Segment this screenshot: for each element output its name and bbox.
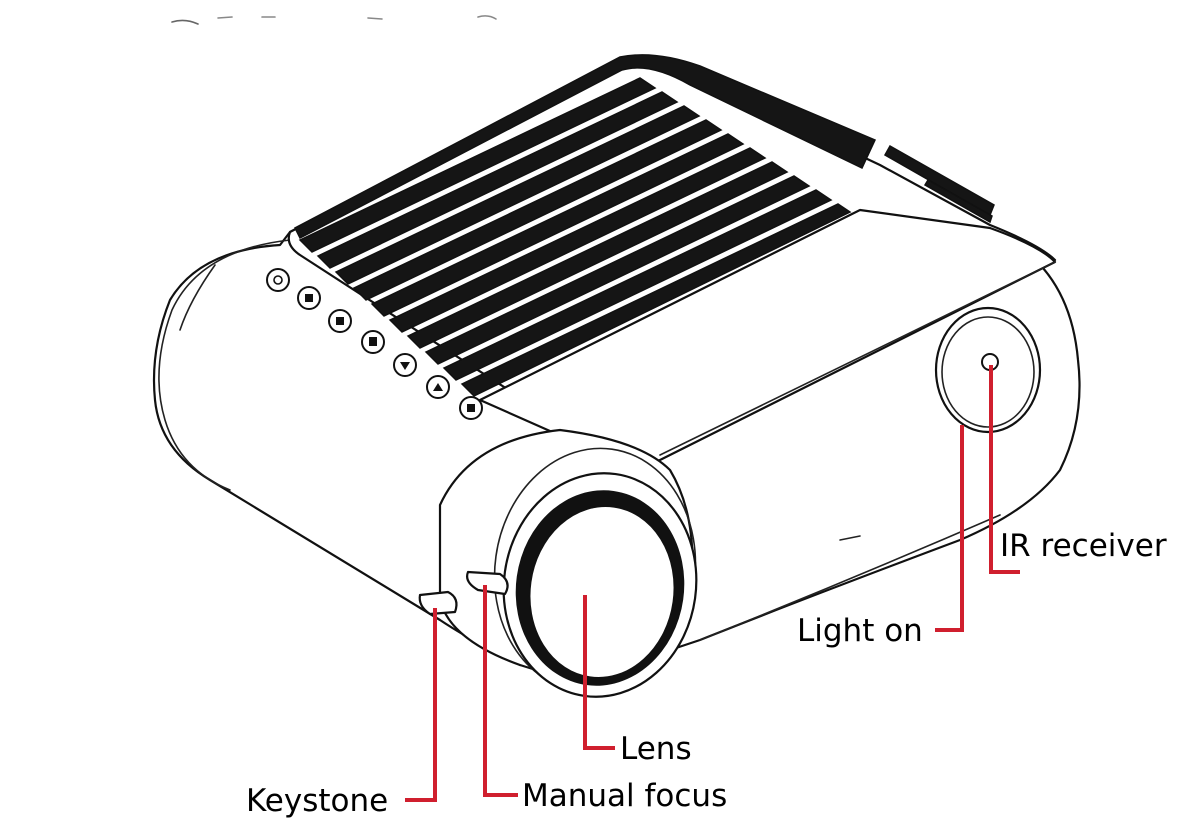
labels: IR receiver Light on Lens Keystone Manua…	[246, 528, 1167, 819]
projector-body	[152, 54, 1081, 667]
label-keystone: Keystone	[246, 783, 388, 819]
side-vents	[883, 144, 995, 224]
leader-ir-receiver	[989, 365, 1020, 574]
leader-lines	[405, 365, 1020, 802]
control-buttons	[266, 268, 483, 420]
ir-window	[934, 306, 1042, 434]
leader-keystone	[405, 608, 437, 802]
keystone-slider	[418, 590, 458, 616]
leader-light-on	[935, 425, 964, 632]
label-lens: Lens	[620, 731, 692, 767]
leader-manual-focus	[483, 585, 518, 797]
down-icon	[393, 353, 417, 377]
back-icon	[459, 396, 483, 420]
ok-icon	[361, 330, 385, 354]
lens-glass	[528, 505, 676, 679]
label-manual-focus: Manual focus	[522, 778, 727, 814]
up-icon	[426, 375, 450, 399]
power-icon	[266, 268, 290, 292]
label-ir-receiver: IR receiver	[1000, 528, 1167, 564]
label-light-on: Light on	[797, 613, 923, 649]
scan-marks	[171, 15, 497, 25]
grille-slats	[298, 77, 852, 397]
menu-icon	[297, 286, 321, 310]
source-icon	[328, 309, 352, 333]
leader-lens	[583, 595, 615, 750]
lens-barrel	[438, 428, 698, 698]
focus-slider	[466, 570, 509, 596]
